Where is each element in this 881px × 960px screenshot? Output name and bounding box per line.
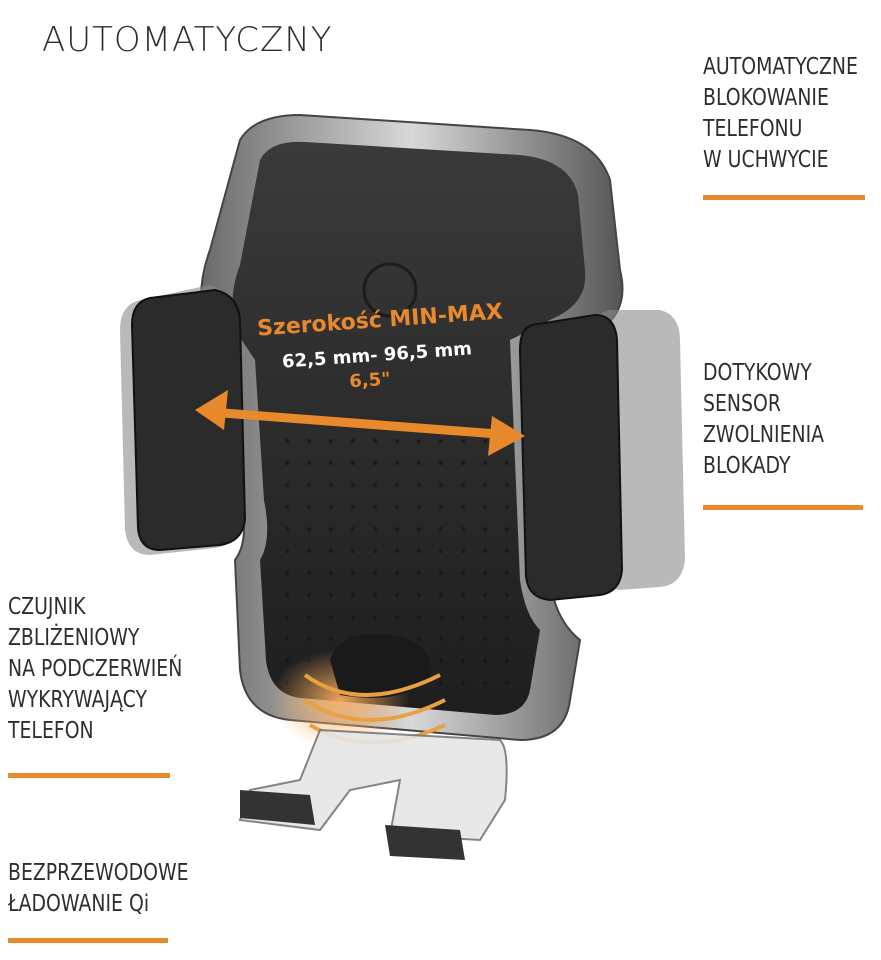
feature-wireless-charging: BEZPRZEWODOWE ŁADOWANIE Qi [8,858,228,943]
feature-label: AUTOMATYCZNE BLOKOWANIE TELEFONU W UCHWY… [703,54,858,173]
feature-touch-sensor: DOTYKOWY SENSOR ZWOLNIENIA BLOKADY [703,358,863,510]
accent-divider [703,195,865,200]
accent-divider [8,938,168,943]
accent-divider [8,773,170,778]
feature-proximity-sensor: CZUJNIK ZBLIŻENIOWY NA PODCZERWIEŃ WYKRY… [8,592,221,778]
feature-auto-lock: AUTOMATYCZNE BLOKOWANIE TELEFONU W UCHWY… [703,52,881,200]
page-title: AUTOMATYCZNY [42,20,333,60]
accent-divider [703,505,863,510]
phone-holder-image [100,100,700,880]
feature-label: DOTYKOWY SENSOR ZWOLNIENIA BLOKADY [703,360,825,479]
feature-label: CZUJNIK ZBLIŻENIOWY NA PODCZERWIEŃ WYKRY… [8,594,183,744]
feature-label: BEZPRZEWODOWE ŁADOWANIE Qi [8,860,189,917]
